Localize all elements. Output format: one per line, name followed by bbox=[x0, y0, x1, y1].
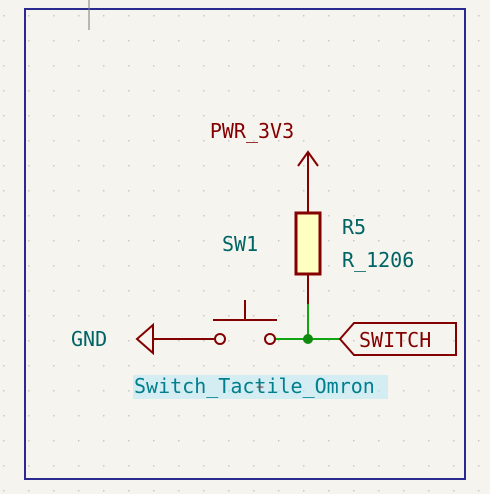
power-net-label: PWR_3V3 bbox=[210, 119, 294, 143]
power-symbol-pwr-3v3[interactable]: PWR_3V3 bbox=[210, 119, 319, 213]
grid-dots bbox=[3, 15, 480, 492]
switch-sw1[interactable]: SW1 Switch_Tactile_Omron + bbox=[133, 232, 388, 399]
junction-dot[interactable] bbox=[303, 334, 313, 344]
ground-arrow-icon bbox=[135, 322, 154, 356]
resistor-r5[interactable]: R5 R_1206 bbox=[294, 211, 414, 339]
switch-contact-left bbox=[214, 333, 226, 345]
global-label-switch[interactable]: SWITCH bbox=[338, 322, 457, 356]
global-label-shape bbox=[338, 322, 457, 356]
switch-value[interactable]: Switch_Tactile_Omron bbox=[134, 374, 375, 398]
sheet-border bbox=[24, 8, 466, 480]
cursor-crosshair-icon: + bbox=[256, 380, 264, 395]
resistor-value: R_1206 bbox=[342, 248, 414, 272]
ground-net-label: GND bbox=[71, 327, 107, 351]
switch-contact-right bbox=[264, 333, 276, 345]
switch-reference: SW1 bbox=[222, 232, 258, 256]
global-label-text: SWITCH bbox=[359, 328, 431, 352]
resistor-body bbox=[294, 211, 322, 276]
ground-symbol-gnd[interactable]: GND bbox=[71, 322, 184, 356]
switch-value-highlight bbox=[133, 375, 388, 399]
resistor-reference: R5 bbox=[342, 215, 366, 239]
power-arrow-icon bbox=[297, 150, 319, 167]
